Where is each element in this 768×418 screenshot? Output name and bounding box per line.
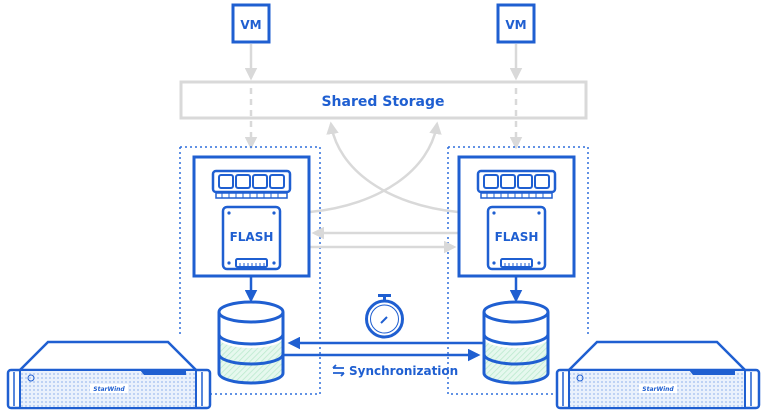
stopwatch-icon [365,294,404,339]
node-left-boundary [179,146,321,395]
server-left: StarWind [6,340,212,410]
vm-right: VM [496,3,536,44]
vm-left-label: VM [240,18,261,32]
shared-storage: Shared Storage [179,80,588,120]
host-right: FLASH [457,155,576,278]
database-right-icon [482,300,550,385]
flash-drive-icon: FLASH [486,205,547,271]
sync-arrows-icon [332,364,345,377]
host-left: FLASH [192,155,311,278]
server-right-brand: StarWind [642,386,674,393]
vm-left: VM [231,3,271,44]
flash-drive-icon: FLASH [221,205,282,271]
sync-label: Synchronization [349,364,458,378]
flash-left-label: FLASH [230,230,274,244]
sync-label-group: Synchronization [332,364,458,378]
node-right-boundary [447,146,589,395]
curve-right-to-storage [326,121,459,214]
database-left-icon [217,300,285,385]
server-right: StarWind [555,340,761,410]
vm-right-label: VM [505,18,526,32]
server-left-brand: StarWind [93,386,125,393]
shared-storage-label: Shared Storage [321,94,444,110]
ram-icon [476,169,557,199]
curve-left-to-storage [309,121,442,214]
flash-right-label: FLASH [495,230,539,244]
ram-icon [211,169,292,199]
